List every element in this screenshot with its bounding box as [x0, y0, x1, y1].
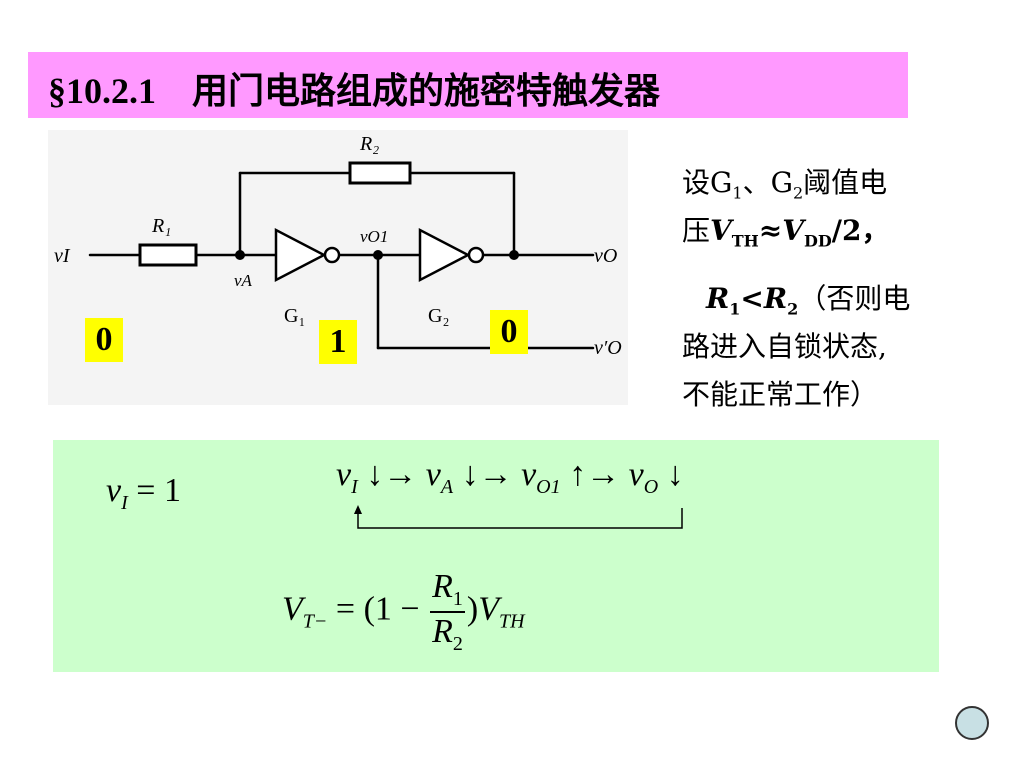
label-vo-prime: v′O: [594, 337, 622, 359]
label-r2: R₂: [359, 133, 379, 155]
junction-node-a: [235, 250, 245, 260]
note-line-4: 路进入自锁状态,: [682, 330, 887, 363]
section-symbol: §: [48, 71, 66, 111]
label-vi: vI: [54, 245, 71, 267]
logic-level-badge-g2: 0: [490, 310, 528, 354]
junction-node-o: [509, 250, 519, 260]
slide-nav-button[interactable]: [955, 706, 989, 740]
label-g2: G₂: [428, 305, 449, 327]
resistor-r1: [138, 243, 198, 267]
note-line-1: 设G11、G2阈值电: [682, 166, 888, 203]
equation-feedback-chain: vI ↓→ vA ↓→ vO1 ↑→ vO ↓: [336, 456, 684, 498]
title-bar: §10.2.1 用门电路组成的施密特触发器: [28, 52, 908, 118]
label-r1: R₁: [151, 215, 171, 237]
equation-panel: [53, 440, 939, 672]
inverter-g1: [274, 227, 341, 283]
label-vo: vO: [594, 245, 617, 267]
resistor-r2: [348, 161, 412, 185]
feedback-loop-arrow: [354, 505, 683, 529]
label-vo1: vO1: [360, 227, 388, 246]
label-va: vA: [234, 271, 253, 290]
logic-level-badge-g1: 1: [319, 320, 357, 364]
note-line-3: R1<R2（否则电: [706, 282, 911, 319]
schmitt-trigger-circuit: R₂ R₁ vI vA vO1 vO v′O G₁ G₂: [54, 133, 622, 359]
slide-title: §10.2.1 用门电路组成的施密特触发器: [48, 62, 660, 114]
label-g1: G₁: [284, 305, 305, 327]
logic-level-badge-input: 0: [85, 318, 123, 362]
junction-node-o1: [373, 250, 383, 260]
note-line-2: 压VTH≈VDD/2，: [682, 214, 890, 251]
title-text: 用门电路组成的施密特触发器: [192, 70, 661, 112]
section-number: 10.2.1: [66, 71, 156, 111]
equation-vi-equals-1: vI = 1: [106, 472, 181, 514]
inverter-g2: [418, 227, 485, 283]
note-line-5: 不能正常工作）: [682, 378, 879, 411]
